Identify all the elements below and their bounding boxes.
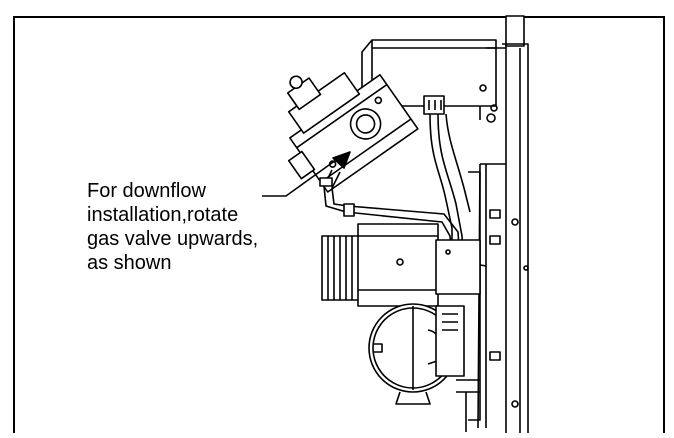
gas-pipe [319,169,461,263]
callout-line-3: gas valve upwards, [87,228,259,250]
callout-leader-line [262,159,337,197]
cabinet-side-panel [486,15,529,433]
callout-arrowhead [332,151,351,169]
callout-line-1: For downflow [87,180,206,202]
inducer-motor [321,223,481,307]
figure-border [13,16,665,433]
bottom-bracket [456,379,480,432]
wire-harness [423,95,487,267]
blower-housing [368,303,465,405]
callout-line-2: installation,rotate [87,204,239,226]
heat-exchanger-panel [468,163,506,429]
callout-line-4: as shown [87,252,172,274]
gas-valve [286,72,419,193]
callout-label: For downflow installation,rotate gas val… [87,179,327,275]
